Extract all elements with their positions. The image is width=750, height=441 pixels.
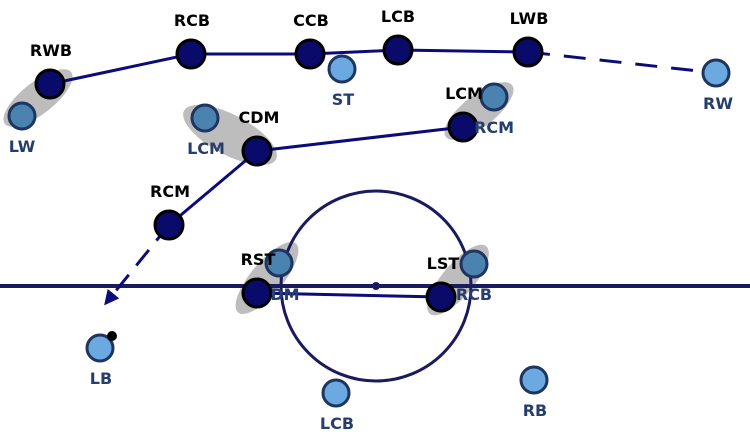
- player-label-light-lw: LW: [9, 137, 36, 156]
- shape-lines: [49, 48, 717, 306]
- pitch-markings: [0, 189, 750, 383]
- player-label-light-rb: RB: [523, 401, 548, 420]
- player-label-dark-rcm: RCM: [150, 182, 190, 201]
- player-dark-lcm[interactable]: [447, 111, 479, 143]
- player-label-dark-rcb: RCB: [174, 11, 210, 30]
- player-dark-ccb[interactable]: [294, 38, 326, 70]
- player-label-light-rcm: RCM: [474, 118, 514, 137]
- player-dark-rst[interactable]: [241, 277, 273, 309]
- center-spot: [372, 282, 380, 290]
- player-label-dark-rwb: RWB: [30, 41, 72, 60]
- player-light-rcm[interactable]: [479, 82, 509, 112]
- pair-highlight-cdm-lcm: [183, 104, 277, 166]
- player-light-lcm[interactable]: [190, 103, 220, 133]
- player-light-lcb[interactable]: [321, 378, 351, 408]
- player-dark-rcm[interactable]: [153, 209, 185, 241]
- player-dark-rwb[interactable]: [34, 68, 66, 100]
- player-label-light-lcm: LCM: [187, 139, 225, 158]
- team-light-labels: LW ST RW LCM RCM DM RCB LB LCB RB: [9, 90, 734, 433]
- player-label-dark-lwb: LWB: [510, 9, 549, 28]
- player-light-lb[interactable]: [85, 333, 115, 363]
- player-label-light-lcb: LCB: [320, 414, 354, 433]
- player-label-dark-lcb: LCB: [381, 7, 415, 26]
- player-label-dark-lst: LST: [427, 254, 460, 273]
- player-label-dark-cdm: CDM: [239, 108, 280, 127]
- player-label-light-rw: RW: [703, 94, 733, 113]
- player-label-light-dm: DM: [270, 285, 299, 304]
- player-dark-cdm[interactable]: [241, 135, 273, 167]
- player-light-st[interactable]: [327, 54, 357, 84]
- team-light: [7, 54, 731, 408]
- player-label-light-st: ST: [332, 90, 355, 109]
- team-dark-labels: RWB RCB CCB LCB LWB CDM LCM RCM RST LST: [30, 7, 548, 273]
- player-light-dm[interactable]: [264, 248, 294, 278]
- midfield-line: [256, 125, 464, 153]
- player-light-rcb[interactable]: [459, 249, 489, 279]
- team-dark: [34, 34, 544, 313]
- player-label-dark-lcm: LCM: [445, 84, 483, 103]
- player-label-light-rcb: RCB: [456, 285, 492, 304]
- cdm-rcm-line: [168, 149, 258, 227]
- ball: [107, 331, 117, 341]
- forward-line: [256, 291, 442, 299]
- center-circle: [279, 189, 473, 383]
- player-light-rw[interactable]: [701, 58, 731, 88]
- player-dark-lwb[interactable]: [512, 36, 544, 68]
- player-light-lw[interactable]: [7, 101, 37, 131]
- player-dark-lst[interactable]: [425, 281, 457, 313]
- player-light-rb[interactable]: [519, 365, 549, 395]
- player-label-dark-ccb: CCB: [293, 11, 329, 30]
- rcm-run-arrow: [104, 224, 171, 306]
- back-line: [49, 48, 529, 86]
- player-label-light-lb: LB: [90, 369, 112, 388]
- player-label-dark-rst: RST: [241, 250, 276, 269]
- pair-highlight-rst-dm: [235, 242, 299, 314]
- player-dark-lcb[interactable]: [382, 34, 414, 66]
- lwb-rw-dashed-line: [527, 50, 717, 75]
- player-dark-rcb[interactable]: [175, 38, 207, 70]
- pair-highlight-lst-rcb: [427, 244, 489, 316]
